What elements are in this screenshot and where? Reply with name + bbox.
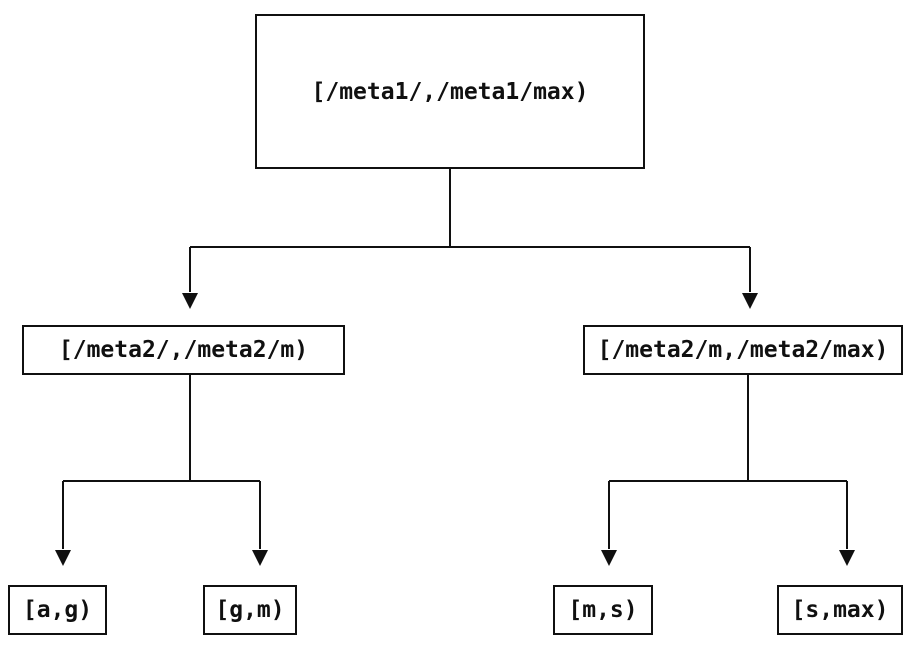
node-leaf-ag: [a,g) <box>8 585 107 635</box>
connector-root-to-children <box>182 169 758 309</box>
node-leaf-ms: [m,s) <box>553 585 653 635</box>
node-leaf-gm: [g,m) <box>203 585 297 635</box>
connector-right-to-leaves <box>601 375 855 566</box>
arrow-down-icon <box>601 550 617 566</box>
node-meta2-left: [/meta2/,/meta2/m) <box>22 325 345 375</box>
node-meta2-right: [/meta2/m,/meta2/max) <box>583 325 903 375</box>
connector-left-to-leaves <box>55 375 268 566</box>
node-root: [/meta1/,/meta1/max) <box>255 14 645 169</box>
node-leaf-smax: [s,max) <box>777 585 903 635</box>
arrow-down-icon <box>252 550 268 566</box>
arrow-down-icon <box>182 293 198 309</box>
arrow-down-icon <box>55 550 71 566</box>
arrow-down-icon <box>839 550 855 566</box>
arrow-down-icon <box>742 293 758 309</box>
